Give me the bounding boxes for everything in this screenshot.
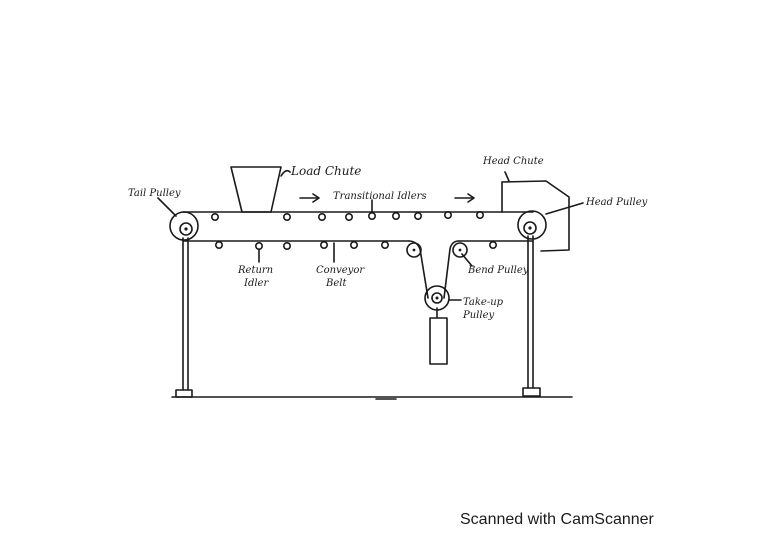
tail-pulley-leader — [157, 197, 177, 217]
load-chute-leader — [280, 169, 291, 177]
tail-pulley-label: Tail Pulley — [128, 188, 181, 199]
bend-pulley-left — [406, 242, 422, 258]
flow-arrow-1 — [299, 193, 320, 203]
return-idler-label-2: Idler — [243, 278, 269, 289]
head-pulley — [517, 210, 547, 240]
return-idlers — [215, 241, 497, 251]
head-pulley-leader — [545, 202, 584, 215]
head-chute-label: Head Chute — [482, 156, 544, 167]
head-chute — [501, 180, 570, 252]
carry-idlers — [211, 211, 484, 222]
belt-takeup-right — [443, 240, 460, 299]
bend-pulley-leader — [461, 253, 473, 267]
scanner-watermark: Scanned with CamScanner — [460, 511, 654, 528]
head-pulley-label: Head Pulley — [585, 197, 648, 208]
return-idler-label-1: Return — [237, 265, 273, 276]
load-chute-label: Load Chute — [290, 164, 361, 178]
tail-pulley — [169, 211, 199, 241]
belt-takeup-left — [408, 240, 429, 299]
flow-arrow-2 — [454, 193, 475, 203]
conveyor-belt-label-1: Conveyor — [316, 265, 365, 276]
bend-pulley-label: Bend Pulley — [467, 265, 529, 276]
head-chute-leader — [504, 171, 510, 182]
conveyor-belt-label-2: Belt — [325, 278, 347, 289]
load-chute — [230, 166, 282, 213]
counterweight — [429, 317, 448, 365]
transitional-idlers-label: Transitional Idlers — [333, 191, 427, 202]
take-up-pulley-label-1: Take-up — [463, 297, 504, 308]
head-support-leg — [522, 235, 541, 397]
tail-support-leg — [175, 237, 193, 398]
bend-pulley-right — [452, 242, 468, 258]
take-up-pulley-label-2: Pulley — [462, 310, 494, 321]
